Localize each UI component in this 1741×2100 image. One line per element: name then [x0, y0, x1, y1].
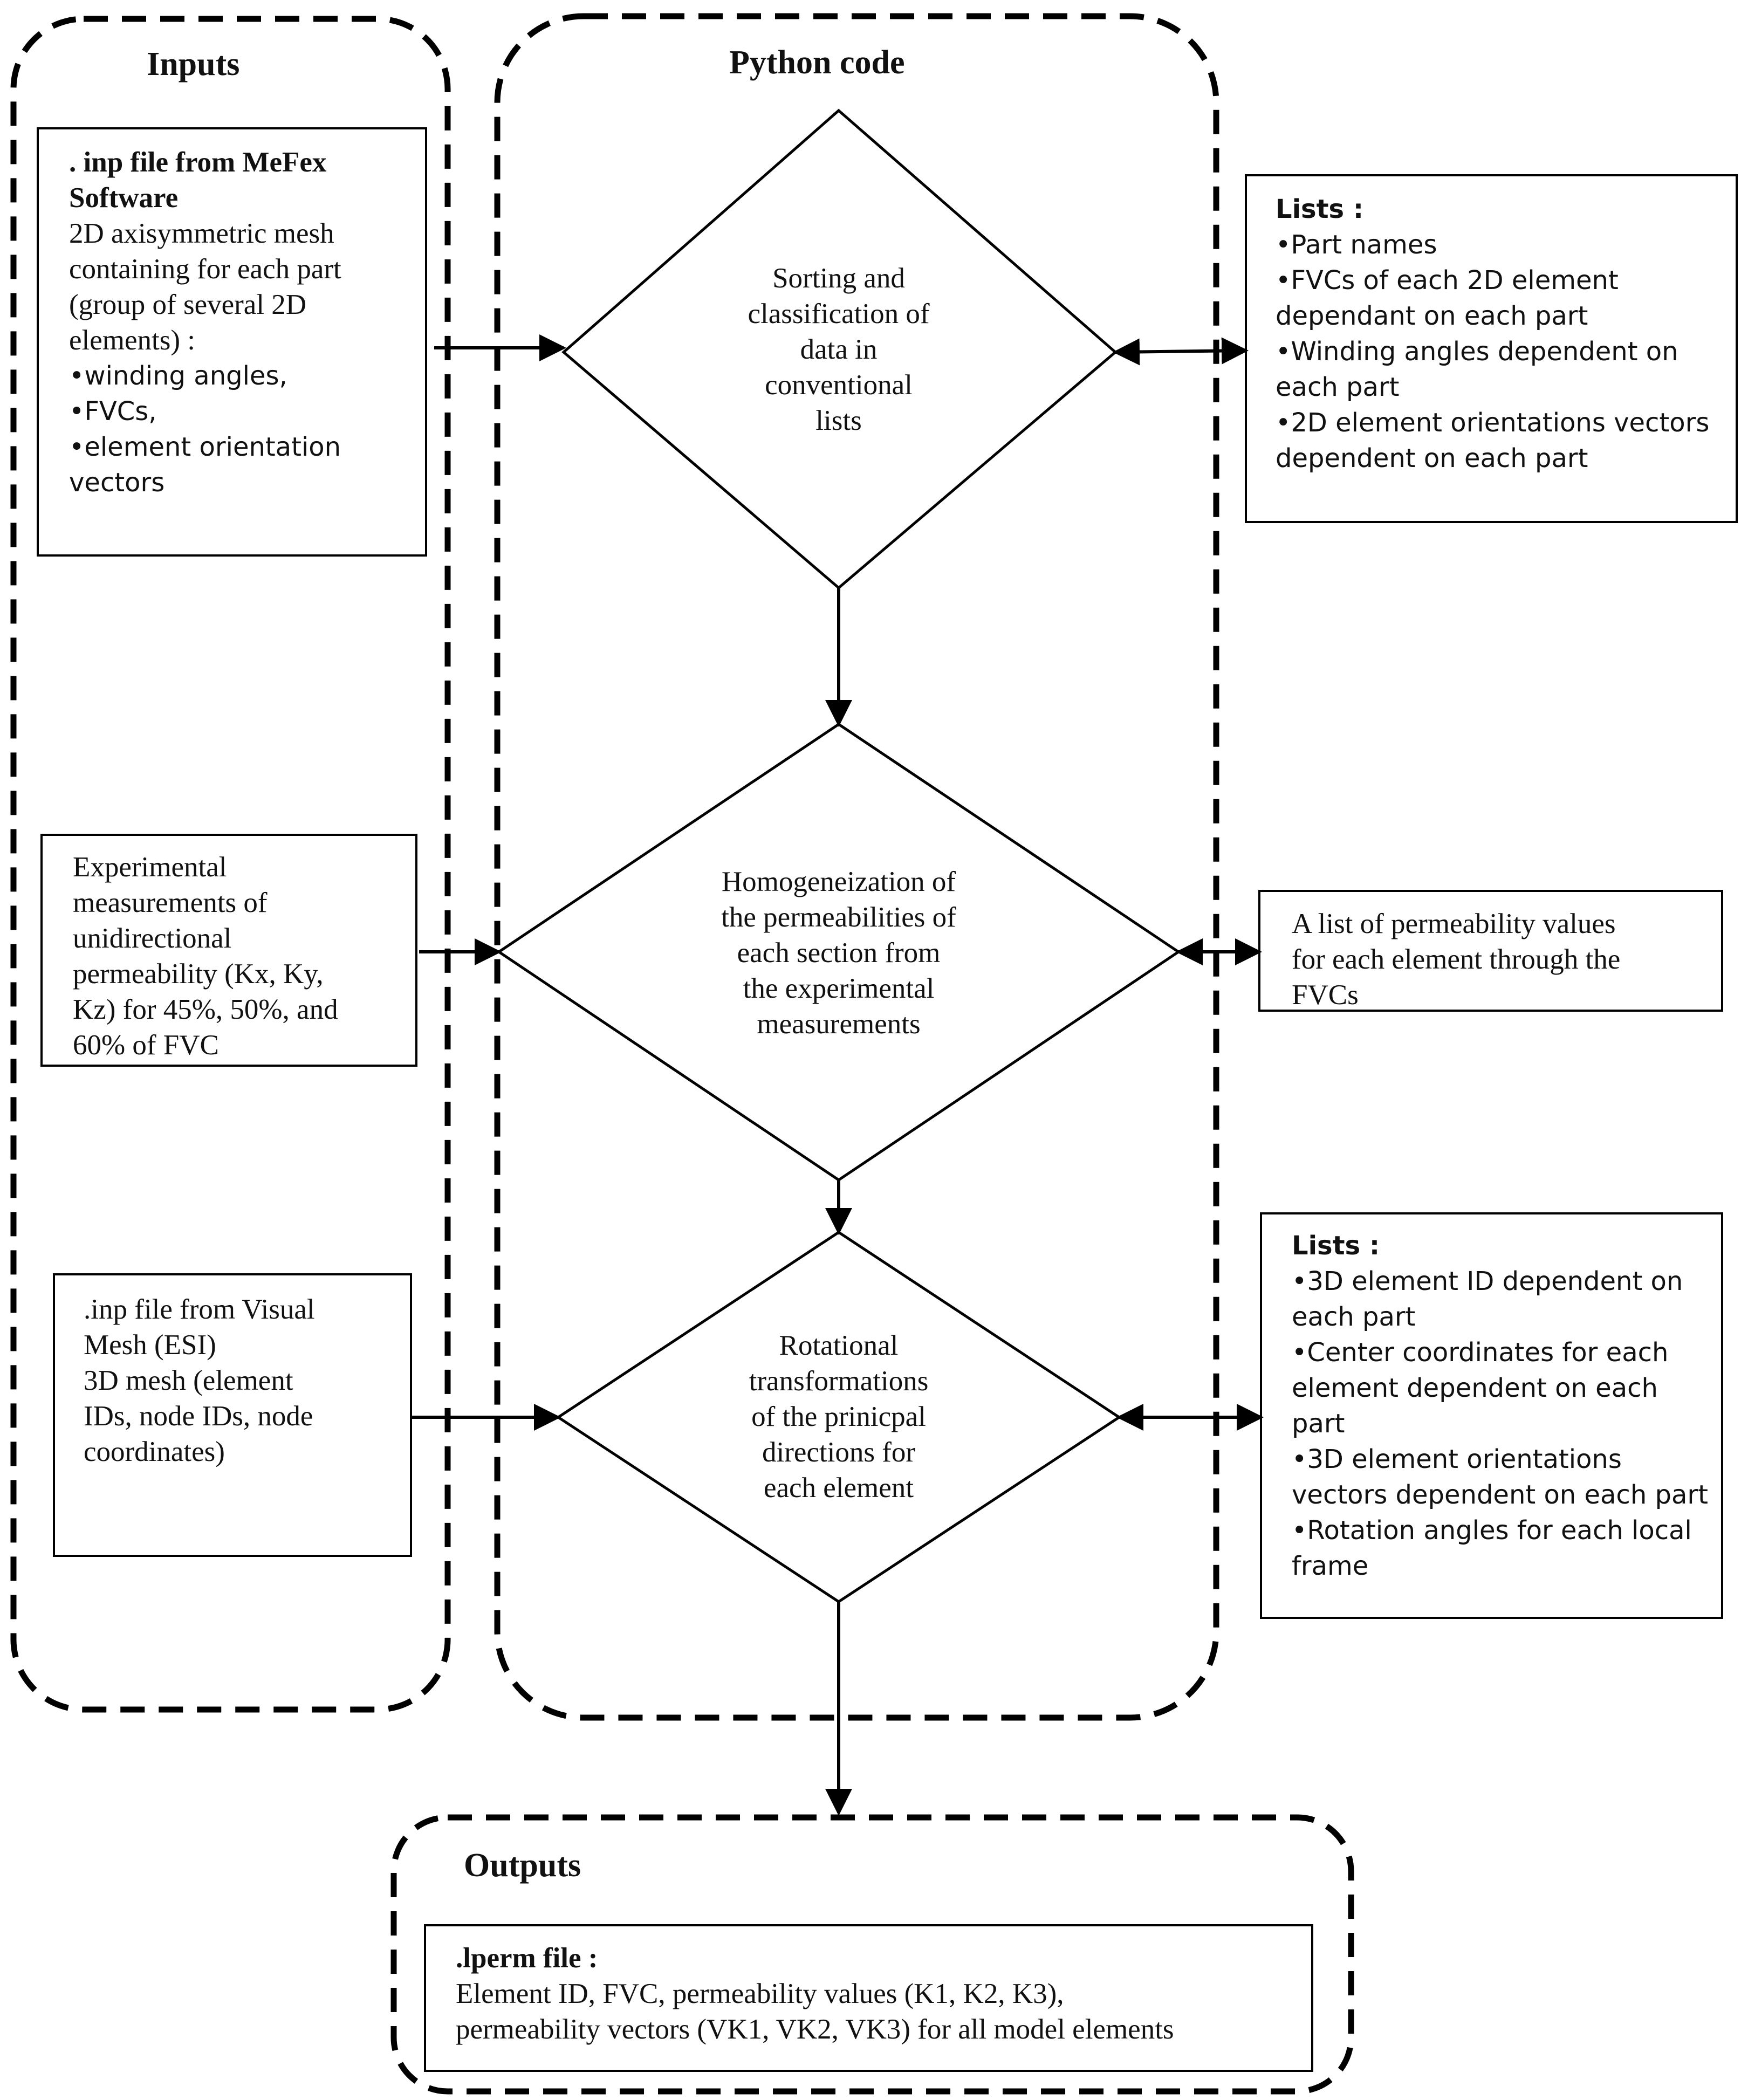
lists-first-text: Lists : •Part names •FVCs of each 2D ele… [1276, 191, 1734, 476]
homogenization-line: the permeabilities of [721, 902, 956, 933]
mefex-body-line: containing for each part [69, 253, 341, 285]
lists-second-line: each part [1292, 1302, 1416, 1332]
mefex-heading-line: Software [69, 182, 179, 214]
experimental-line: Experimental [73, 852, 227, 883]
lists-box-first [1245, 174, 1738, 523]
experimental-input-box [40, 834, 417, 1067]
lists-second-line: •Rotation angles for each local [1292, 1515, 1692, 1546]
inputs-title: Inputs [147, 46, 240, 83]
lists-first-line: •FVCs of each 2D element [1276, 265, 1619, 296]
mefex-heading-line: . inp file from MeFex [69, 147, 327, 178]
lists-first-heading: Lists : [1276, 194, 1364, 224]
lists-second-line: •3D element orientations [1292, 1444, 1622, 1474]
experimental-line: permeability (Kx, Ky, [73, 958, 324, 990]
lists-first-line: •Part names [1276, 230, 1437, 260]
mefex-input-box [37, 127, 427, 557]
python-code-title: Python code [729, 44, 905, 81]
lists-second-line: •Center coordinates for each [1292, 1337, 1669, 1368]
python-group-border [494, 13, 1219, 1721]
sorting-step-text: Sorting and classification of data in co… [677, 260, 1000, 438]
lists-first-line: dependant on each part [1276, 301, 1588, 331]
mefex-input-text: . inp file from MeFex Software 2D axisym… [69, 145, 420, 500]
permeability-list-text: A list of permeability values for each e… [1292, 906, 1718, 1013]
sorting-line: classification of [748, 298, 930, 330]
homogenization-step-text: Homogeneization of the permeabilities of… [650, 864, 1027, 1042]
lists-second-text: Lists : •3D element ID dependent on each… [1292, 1228, 1718, 1584]
homogenization-line: the experimental [743, 973, 935, 1004]
lists-first-line: dependent on each part [1276, 443, 1588, 473]
sorting-line: Sorting and [772, 263, 905, 294]
homogenization-line: measurements [757, 1008, 921, 1040]
experimental-input-text: Experimental measurements of unidirectio… [73, 849, 413, 1063]
lperm-output-text: .lperm file : Element ID, FVC, permeabil… [456, 1940, 1308, 2047]
permeability-line: for each element through the [1292, 944, 1621, 975]
experimental-line: 60% of FVC [73, 1030, 219, 1061]
sorting-line: data in [800, 334, 878, 365]
lperm-heading: .lperm file : [456, 1943, 598, 1974]
rotation-line: transformations [749, 1365, 929, 1397]
outputs-group-border [390, 1814, 1354, 2095]
sorting-line: lists [815, 405, 862, 436]
mefex-item-orientation-cont: vectors [69, 468, 165, 498]
sorting-line: conventional [765, 369, 913, 401]
rotation-step-text: Rotational transformations of the prinic… [677, 1328, 1000, 1506]
visual-mesh-line: IDs, node IDs, node [84, 1401, 313, 1432]
mefex-body-line: (group of several 2D [69, 289, 307, 320]
lists-second-line: •3D element ID dependent on [1292, 1266, 1683, 1296]
rotation-line: directions for [762, 1437, 916, 1468]
lists-first-line: •2D element orientations vectors [1276, 408, 1710, 438]
lists-first-line: each part [1276, 372, 1400, 402]
outputs-title: Outputs [464, 1847, 581, 1884]
permeability-line: FVCs [1292, 979, 1359, 1011]
lists-box-second [1260, 1212, 1723, 1619]
rotation-line: of the prinicpal [751, 1401, 926, 1432]
lists-second-line: frame [1292, 1551, 1369, 1581]
experimental-line: unidirectional [73, 923, 232, 954]
lists-second-line: element dependent on each [1292, 1373, 1658, 1403]
homogenization-line: Homogeneization of [721, 866, 956, 897]
lists-first-line: •Winding angles dependent on [1276, 337, 1678, 367]
visual-mesh-line: .inp file from Visual [84, 1294, 315, 1325]
mefex-item-orientation: element orientation [69, 429, 420, 465]
visual-mesh-line: coordinates) [84, 1436, 225, 1467]
lperm-line: Element ID, FVC, permeability values (K1… [456, 1978, 1064, 2009]
mefex-item-fvcs: FVCs, [69, 394, 420, 429]
rotation-line: Rotational [779, 1330, 899, 1361]
experimental-line: Kz) for 45%, 50%, and [73, 994, 338, 1025]
mefex-body-line: 2D axisymmetric mesh [69, 218, 334, 249]
visual-mesh-line: Mesh (ESI) [84, 1329, 216, 1361]
visual-mesh-input-box [53, 1273, 412, 1557]
mefex-body-line: elements) : [69, 325, 195, 356]
lists-second-heading: Lists : [1292, 1231, 1380, 1261]
lists-second-line: part [1292, 1409, 1345, 1439]
mefex-item-winding-angles: winding angles, [69, 358, 420, 394]
permeability-line: A list of permeability values [1292, 908, 1616, 939]
visual-mesh-line: 3D mesh (element [84, 1365, 293, 1396]
lperm-line: permeability vectors (VK1, VK2, VK3) for… [456, 2014, 1174, 2045]
experimental-line: measurements of [73, 887, 268, 918]
homogenization-line: each section from [737, 937, 941, 969]
lperm-output-box [424, 1924, 1313, 2072]
lists-second-line: vectors dependent on each part [1292, 1480, 1708, 1510]
visual-mesh-input-text: .inp file from Visual Mesh (ESI) 3D mesh… [84, 1292, 407, 1470]
sorting-lists-double-arrow [1113, 337, 1249, 366]
rotation-line: each element [763, 1472, 914, 1504]
